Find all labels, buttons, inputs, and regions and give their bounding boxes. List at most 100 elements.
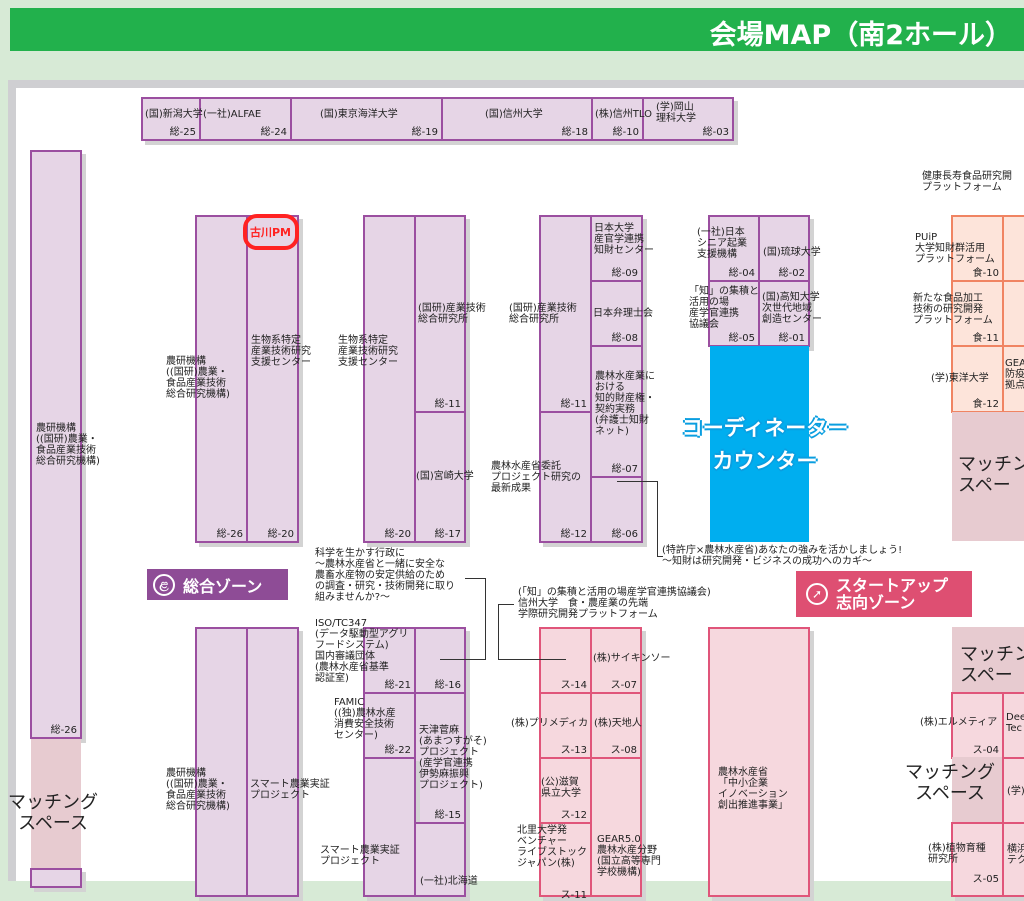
booth-code: 総-04 [728,268,755,279]
map-area [16,88,1024,881]
booth-name: 北里大学発 ベンチャー ライブストック ジャパン(株) [517,825,587,869]
booth-sogo-21[interactable]: 総-21 [363,627,416,694]
patent-note: (特許庁×農林水産省)あなたの強みを活かしましょう! 〜知財は研究開発・ビジネス… [662,545,903,567]
booth-code: ス-05 [972,874,999,885]
booth-sogo-26[interactable]: 総-26 [195,215,248,543]
booth-name: FAMIC ((独)農林水産 消費安全技術 センター) [334,697,396,741]
coordinator-counter[interactable] [710,346,809,542]
booth-name: 横浜 テク [1007,844,1024,866]
booth-name: (学)岡山 理科大学 [656,102,696,124]
booth-su-08[interactable]: ス-08 [590,692,642,759]
booth-name: 「知」の集積と 活用の場 産学官連携 協議会 [689,286,759,330]
booth-sogo-12[interactable]: 総-12 [539,411,592,543]
booth-code: 総-15 [434,810,461,821]
booth-name: 農研機構 ((国研)農業・ 食品産業技術 総合研究機構) [36,423,100,467]
booth-name: 日本大学 産官学連携 知財センター [594,223,654,256]
chi-note: (「知」の集積と活用の場産学官連携協議会) 信州大学 食・農産業の先端 学際研究… [518,587,711,620]
booth-code: 総-22 [384,745,411,756]
booth-name: 日本弁理士会 [593,308,653,319]
booth-name: 天津菅麻 (あまつすがそ) プロジェクト (産学官連携 伊勢麻振興 プロジェクト… [419,725,487,791]
booth-code: 総-26 [216,529,243,540]
booth-sogo-25[interactable]: (国)新潟大学総-25 [141,97,203,141]
booth-food-right-2[interactable] [1002,280,1024,347]
booth-sogo-03[interactable]: (学)岡山 理科大学総-03 [642,97,734,141]
booth-name: スマート農業実証 プロジェクト [250,779,330,801]
science-note: 科学を生かす行政に 〜農林水産省と一緒に安全な 農畜水産物の安定供給のため の調… [315,548,455,603]
iso-note: ISO/TC347 (データ駆動型アグリ フードシステム) 国内審議団体 (農林… [315,618,409,684]
booth-name: (株)天地人 [594,718,642,729]
booth-code: 総-25 [169,127,196,138]
matching-space-left [31,739,81,869]
booth-code: ス-08 [610,745,637,756]
booth-sogo-01[interactable]: 総-01 [758,280,810,347]
booth-name: (株)信州TLO [595,109,652,120]
booth-smart-agri-a[interactable] [246,627,299,897]
booth-name: (株)サイキンソー [593,653,671,664]
booth-sogo-20-a[interactable]: 総-20 [246,215,299,543]
booth-code: 総-26 [50,725,77,736]
booth-code: ス-11 [560,890,587,901]
booth-code: ス-07 [610,680,637,691]
matching-space-food [952,412,1024,541]
booth-sogo-06[interactable]: 総-06 [590,476,643,543]
booth-sogo-15[interactable]: 総-15 [414,692,466,824]
booth-su-14[interactable]: ス-14 [539,627,592,694]
booth-food-11[interactable]: 食-11 [951,280,1004,347]
page-title: 会場MAP（南2ホール） [709,20,1012,51]
booth-name: (国研)産業技術 総合研究所 [509,303,577,325]
booth-name: (一社)日本 シニア起業 支援機構 [697,227,747,260]
booth-name: (一社)ALFAE [203,109,262,120]
leader-line [498,659,566,660]
booth-sogo-08[interactable]: 日本弁理士会総-08 [590,280,653,347]
booth-sogo-16[interactable]: 総-16 [414,627,466,694]
booth-code: 総-07 [611,464,638,475]
booth-code: ス-12 [560,810,587,821]
leader-line [657,556,663,557]
booth-food-10[interactable]: 食-10 [951,215,1004,282]
booth-code: 総-11 [434,399,461,410]
booth-name: 生物系特定 産業技術研究 支援センター [251,335,311,368]
booth-food-right-1[interactable] [1002,215,1024,282]
booth-name: (一社)北海道 [420,876,478,887]
booth-maff-sbir[interactable]: 農林水産省 「中小企業 イノベーション 創出推進事業」 [708,627,810,897]
booth-smart-agri-b[interactable] [363,757,416,897]
booth-sogo-11-c[interactable]: 総-11 [539,215,592,413]
booth-name: GEA 防疫 拠点 [1005,358,1024,391]
zone-label: スタートアップ 志向ゾーン [836,576,949,612]
booth-food-right-3[interactable]: GEA 防疫 拠点 [1002,345,1024,413]
food-platform-note: 健康長寿食品研究開 プラットフォーム [922,171,1012,193]
booth-code: 食-12 [972,399,999,410]
booth-sogo-26-left[interactable]: 総-26 [30,150,82,739]
booth-gear[interactable] [590,757,642,897]
zone-icon: ළ [153,573,175,596]
booth-code: 総-12 [560,529,587,540]
booth-code: ス-13 [560,745,587,756]
booth-name: GEAR5.0 農林水産分野 (国立高等専門 学校機構) [597,834,661,878]
leader-line [617,481,658,482]
booth-gaku[interactable]: (学) [1002,757,1024,824]
booth-sogo-19[interactable]: (国)東京海洋大学総-19 [290,97,443,141]
booth-code: 総-18 [561,127,588,138]
booth-code: 食-10 [972,268,999,279]
booth-sogo-20-b[interactable]: 総-20 [363,215,416,543]
booth-deep-tech[interactable]: Dee Tec [1002,692,1024,759]
booth-sogo-09[interactable]: 日本大学 産官学連携 知財センター総-09 [590,215,654,282]
booth-sogo-07[interactable]: 農林水産業に おける 知的財産権・ 契約実務 (弁護士知財 ネット)総-07 [590,345,655,478]
booth-code: 食-11 [972,333,999,344]
booth-yokohama[interactable]: 横浜 テク [1002,822,1024,897]
booth-code: 総-06 [611,529,638,540]
booth-name: (学)東洋大学 [931,373,989,384]
booth-name: (株)エルメティア [920,717,998,728]
booth-sogo-11-b[interactable]: 総-11 [414,215,466,413]
booth-code: 総-05 [728,333,755,344]
booth-sogo-17[interactable]: 総-17 [414,411,466,543]
booth-name: (株)プリメディカ [511,718,589,729]
booth-naro-lower[interactable] [195,627,248,897]
booth-left-lower[interactable] [30,868,82,888]
booth-sogo-18[interactable]: (国)信州大学総-18 [441,97,593,141]
booth-code: 総-17 [434,529,461,540]
leader-line [440,659,486,660]
